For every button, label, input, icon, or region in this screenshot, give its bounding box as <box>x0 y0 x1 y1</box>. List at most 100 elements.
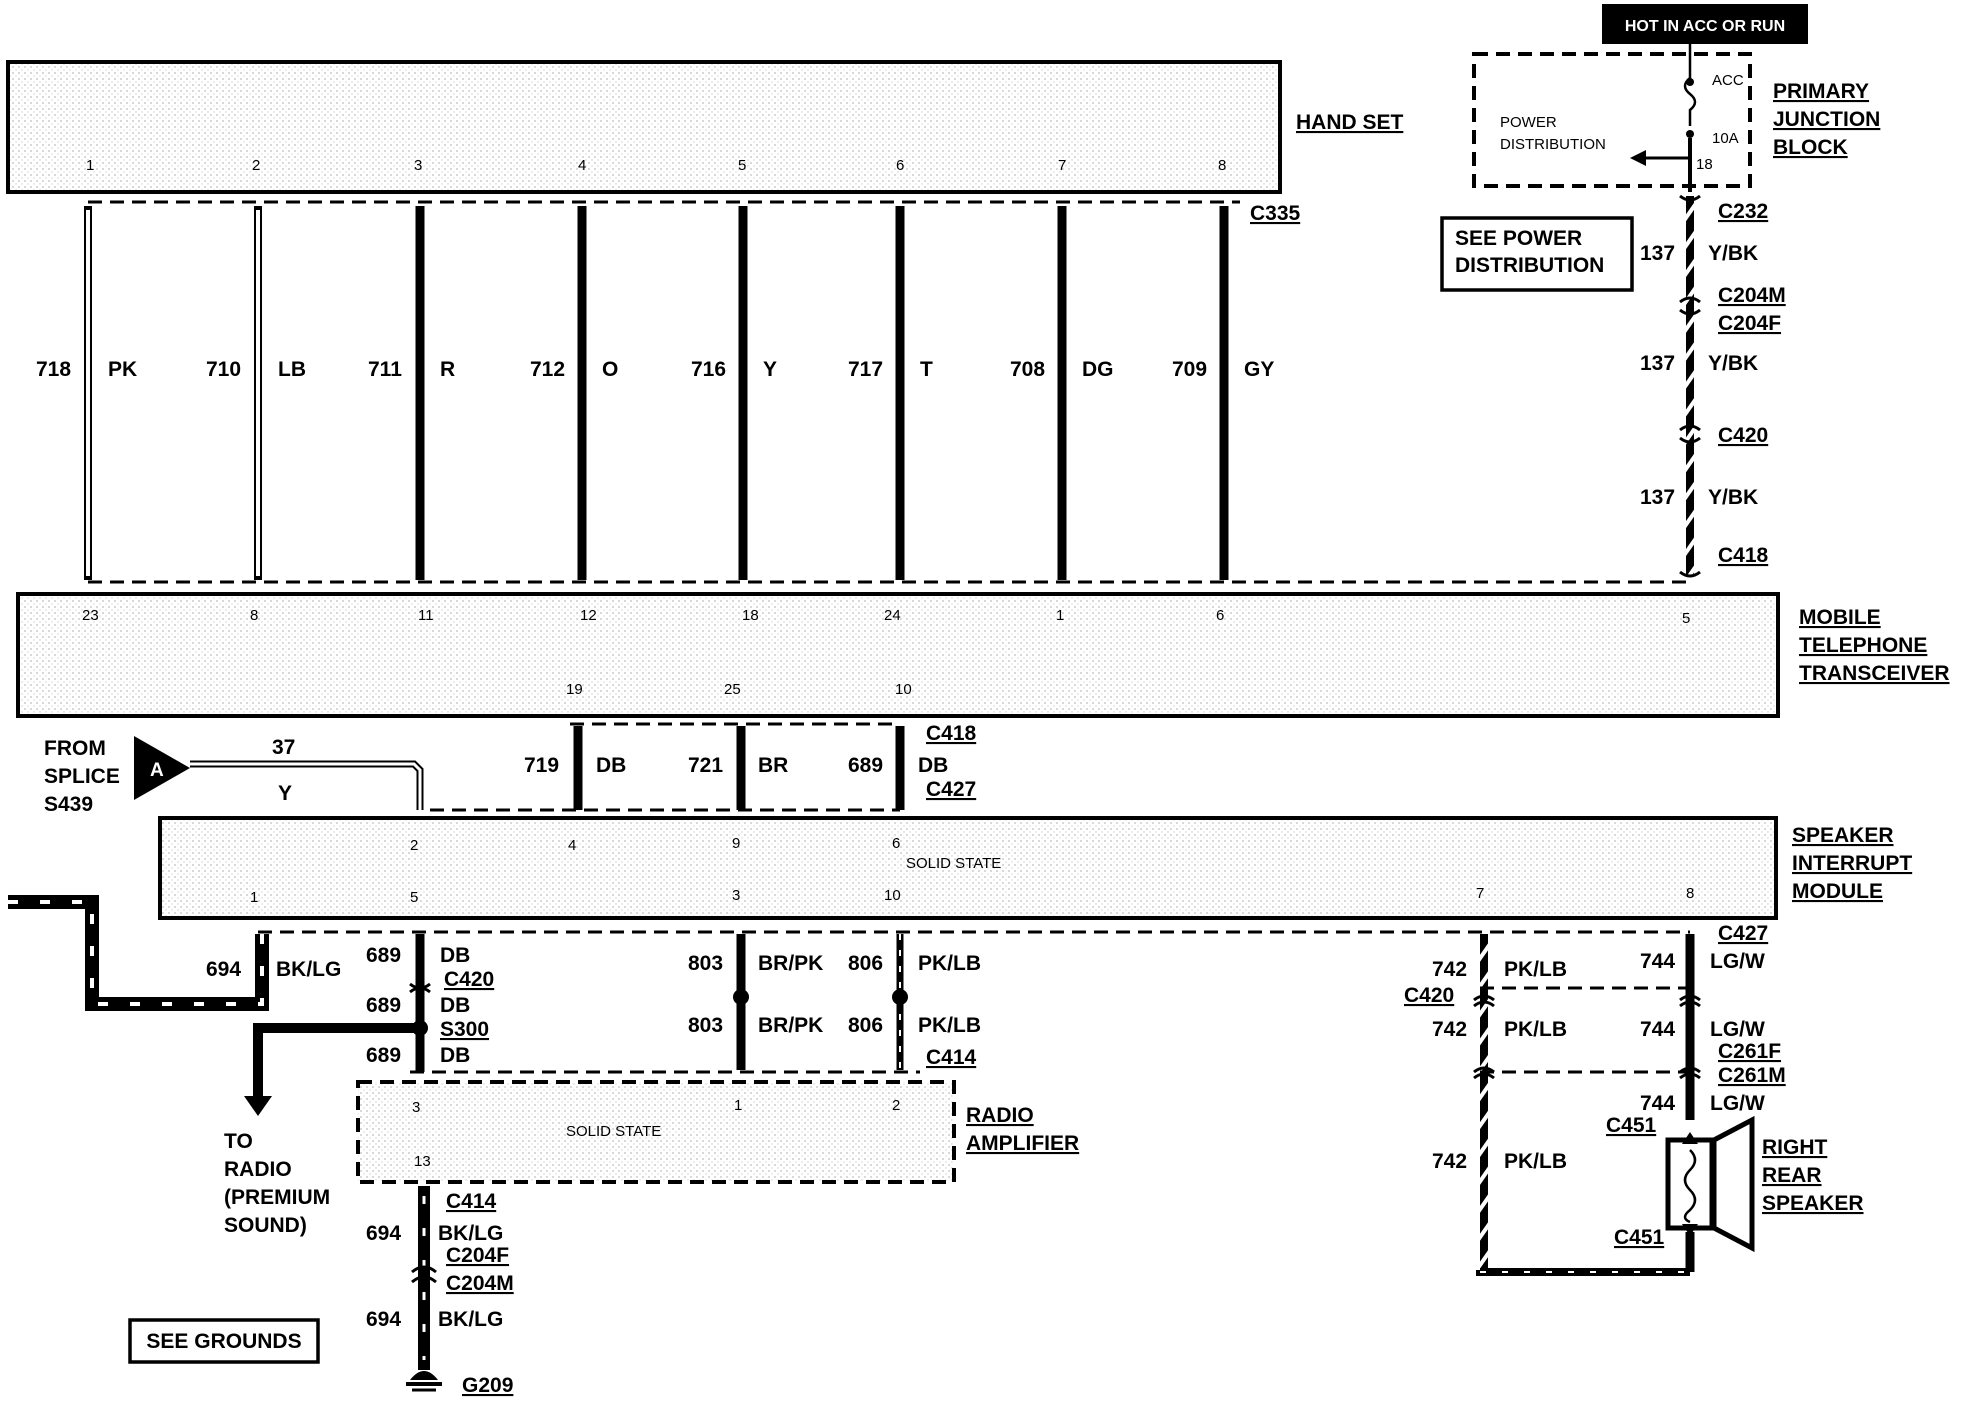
speaker-w742-2-color: PK/LB <box>1504 1150 1567 1173</box>
handset-pin: 6 <box>896 157 904 174</box>
junction-name-lines-0: PRIMARY <box>1773 80 1869 103</box>
wire-color-label: R <box>440 358 455 381</box>
lower-wires-w806-0-color: PK/LB <box>918 952 981 975</box>
lower-wires-w689-2-circuit: 689 <box>366 1044 401 1067</box>
speaker-w742-0-circuit: 742 <box>1432 958 1467 981</box>
transceiver-pin: 11 <box>418 607 434 624</box>
handset-component: HAND SET C335 <box>6 60 1404 225</box>
lower-wires-c420: C420 <box>444 968 494 991</box>
wire-circuit-label: 709 <box>1172 358 1207 381</box>
handset-pin: 1 <box>86 157 94 174</box>
transceiver-pin: 23 <box>82 607 99 624</box>
feed-connectors-1: C204F <box>1718 312 1781 335</box>
wire-color-label: GY <box>1244 358 1274 381</box>
junction-power-dist-lines-1: DISTRIBUTION <box>1500 136 1606 153</box>
handset-pin: 8 <box>1218 157 1226 174</box>
lower-wires-w694-top-color: BK/LG <box>276 958 341 981</box>
feed-connectors-2: C420 <box>1718 424 1768 447</box>
to-radio-lines-2: (PREMIUM <box>224 1186 330 1209</box>
wire-circuit-label: 717 <box>848 358 883 381</box>
handset-wire: 709 GY <box>1172 206 1274 580</box>
lower-wires-w689-0-circuit: 689 <box>366 944 401 967</box>
speaker-name-lines-2: SPEAKER <box>1762 1192 1864 1215</box>
lower-wires-w803-0-color: BR/PK <box>758 952 823 975</box>
lower-wires-w689-2-color: DB <box>440 1044 470 1067</box>
splice-a-triangle-icon <box>134 736 190 800</box>
sim-upper-pins-1: 4 <box>568 837 576 854</box>
see-power-lines-0: SEE POWER <box>1455 227 1582 250</box>
ground-w2-circuit: 694 <box>366 1308 401 1331</box>
feed-segments-2-circuit: 137 <box>1640 486 1675 509</box>
lower-wires-c414: C414 <box>926 1046 977 1069</box>
amplifier-pins-2: 1 <box>734 1097 742 1114</box>
speaker-w744-0-circuit: 744 <box>1640 950 1675 973</box>
transceiver-name-lines-1: TELEPHONE <box>1799 634 1927 657</box>
speaker-c451-bot: C451 <box>1614 1226 1665 1249</box>
speaker-interrupt-module: SOLID STATE SPEAKER INTERRUPT MODULE 2 4… <box>158 816 1912 920</box>
speaker-c261m: C261M <box>1718 1064 1786 1087</box>
sim-name-lines-2: MODULE <box>1792 880 1883 903</box>
handset-name: HAND SET <box>1296 111 1404 134</box>
handset-pin: 7 <box>1058 157 1066 174</box>
sim-upper-pins-2: 9 <box>732 835 740 852</box>
wire-circuit-label: 718 <box>36 358 71 381</box>
wire-circuit-label: 708 <box>1010 358 1045 381</box>
transceiver-to-sim-2-circuit: 689 <box>848 754 883 777</box>
wire-color-label: LB <box>278 358 306 381</box>
handset-pin: 3 <box>414 157 422 174</box>
transceiver-to-sim-1-color: BR <box>758 754 788 777</box>
feed-wire-137: C232 137 Y/BK C204M C204F 137 Y/BK C420 … <box>1640 194 1786 578</box>
handset-pin: 4 <box>578 157 586 174</box>
to-radio-label: TO RADIO (PREMIUM SOUND) <box>224 1130 330 1237</box>
sim-lower-pins-2: 3 <box>732 887 740 904</box>
junction-name-lines-1: JUNCTION <box>1773 108 1880 131</box>
speaker-w742-0-color: PK/LB <box>1504 958 1567 981</box>
junction-pin: 18 <box>1696 156 1713 173</box>
see-power-distribution-box: SEE POWER DISTRIBUTION <box>1440 216 1634 292</box>
sim-name-lines-0: SPEAKER <box>1792 824 1894 847</box>
feed-segments-1-color: Y/BK <box>1708 352 1758 375</box>
handset-connector: C335 <box>1250 202 1301 225</box>
lower-wires-w689-1-color: DB <box>440 994 470 1017</box>
transceiver-pin-feed: 5 <box>1682 610 1690 627</box>
handset-pin: 5 <box>738 157 746 174</box>
speaker-w742-1-color: PK/LB <box>1504 1018 1567 1041</box>
feed-connectors-3: C418 <box>1718 544 1769 567</box>
lower-wires-w689-1-circuit: 689 <box>366 994 401 1017</box>
mobile-telephone-transceiver: MOBILE TELEPHONE TRANSCEIVER 5 19 25 10 <box>16 592 1950 718</box>
sim-solid-state: SOLID STATE <box>906 855 1001 872</box>
splice-letter: A <box>150 760 164 781</box>
sim-connector-bottom: C427 <box>1718 922 1768 945</box>
wire-circuit-label: 716 <box>691 358 726 381</box>
speaker-circuit: 742 PK/LB C420 742 PK/LB 742 PK/LB C427 … <box>1404 922 1864 1276</box>
wire-694-left: 694 BK/LG <box>8 895 341 1011</box>
lower-wires-w689-0-color: DB <box>440 944 470 967</box>
wire-color-label: O <box>602 358 618 381</box>
handset-pin: 2 <box>252 157 260 174</box>
ground-c204m: C204M <box>446 1272 514 1295</box>
handset-pins: 1 2 3 4 5 6 7 8 <box>86 157 1226 174</box>
wire-color-label: DG <box>1082 358 1114 381</box>
speaker-name-lines-0: RIGHT <box>1762 1136 1828 1159</box>
speaker-icon <box>1665 1115 1755 1253</box>
junction-name-lines-2: BLOCK <box>1773 136 1848 159</box>
ground-w2-color: BK/LG <box>438 1308 503 1331</box>
see-grounds-box: SEE GROUNDS <box>128 1318 320 1364</box>
transceiver-pin: 18 <box>742 607 759 624</box>
transceiver-pin: 12 <box>580 607 597 624</box>
transceiver-to-sim-1-circuit: 721 <box>688 754 723 777</box>
sim-lower-pins-3: 10 <box>884 887 901 904</box>
lower-wires-w803-1-color: BR/PK <box>758 1014 823 1037</box>
speaker-name-lines-1: REAR <box>1762 1164 1822 1187</box>
transceiver-to-sim-0-color: DB <box>596 754 626 777</box>
lower-wires-w806-1-color: PK/LB <box>918 1014 981 1037</box>
sim-upper-pins-3: 6 <box>892 835 900 852</box>
speaker-w742-2-circuit: 742 <box>1432 1150 1467 1173</box>
feed-segments-2-color: Y/BK <box>1708 486 1758 509</box>
amplifier-pins-1: 13 <box>414 1153 431 1170</box>
speaker-c451-top: C451 <box>1606 1114 1657 1137</box>
